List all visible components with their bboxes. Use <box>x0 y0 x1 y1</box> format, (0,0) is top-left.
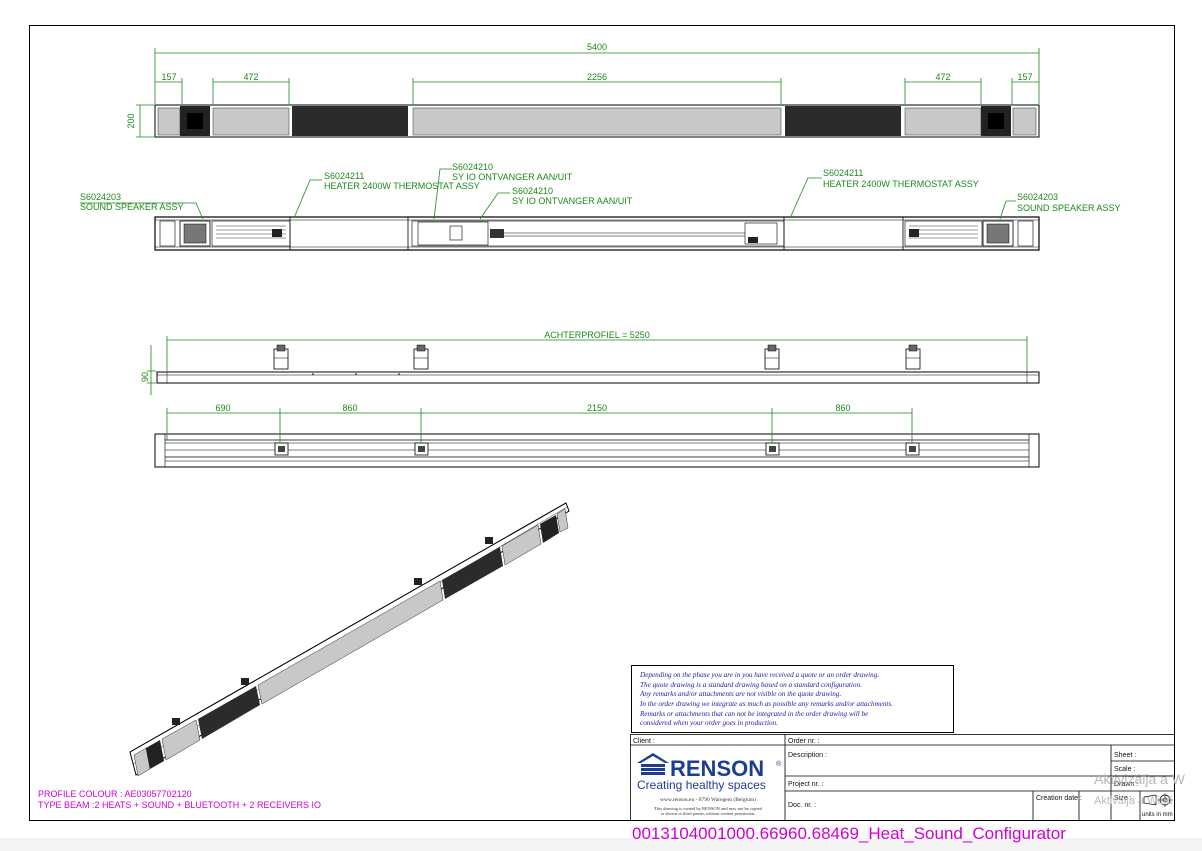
internal-view <box>154 216 1040 251</box>
label-heater-right-code: S6024211 <box>823 168 863 178</box>
dim-seg4: 472 <box>935 72 950 82</box>
note-line-3: Any remarks and/or attachments are not v… <box>639 690 841 698</box>
dim-seg5: 157 <box>1017 72 1032 82</box>
renson-website: www.renson.eu - 8790 Waregem (Belgium) <box>660 796 756 803</box>
front-view <box>154 104 1040 138</box>
disclaimer-line-1: This drawing is owned by RENSON and may … <box>654 806 762 811</box>
note-line-2: The quote drawing is a standard drawing … <box>640 681 862 689</box>
label-heater-right-name: HEATER 2400W THERMOSTAT ASSY <box>823 179 979 189</box>
top-view <box>154 433 1040 468</box>
label-heater-left-code: S6024211 <box>324 171 364 181</box>
dimensions-view1 <box>136 48 1040 138</box>
activation-watermark-line2: Aktiválja a Wind <box>1094 795 1172 807</box>
tb-drawn: Drawn : <box>1114 781 1138 788</box>
label-speaker-right-name: SOUND SPEAKER ASSY <box>1017 203 1121 213</box>
dim-seg3: 2256 <box>587 72 607 82</box>
renson-logo: RENSON ® <box>637 753 782 781</box>
note-line-6: considered when your order goes in produ… <box>640 719 778 727</box>
renson-tagline: Creating healthy spaces <box>637 778 766 792</box>
tb-client: Client : <box>633 738 655 745</box>
back-profile-view <box>156 344 1040 384</box>
label-receiver2-code: S6024210 <box>512 186 553 196</box>
dimensions-view3 <box>147 336 1028 395</box>
leaders-view2 <box>80 168 1016 220</box>
tb-doc-nr: Doc. nr. : <box>788 802 816 809</box>
label-speaker-right-code: S6024203 <box>1017 192 1058 202</box>
note-line-1: Depending on the phase you are in you ha… <box>639 671 879 679</box>
activation-watermark-line1: Aktivizálja a W <box>1094 771 1186 787</box>
tb-scale: Scale : <box>1114 766 1135 773</box>
label-receiver1-code: S6024210 <box>452 162 493 172</box>
label-heater-left-name: HEATER 2400W THERMOSTAT ASSY <box>324 181 480 191</box>
dim-height1: 200 <box>126 113 136 128</box>
dim-height2: 90 <box>140 372 150 382</box>
dim-seg2: 472 <box>243 72 258 82</box>
label-speaker-left-name: SOUND SPEAKER ASSY <box>80 202 184 212</box>
note-line-5: Remarks or attachments that can not be i… <box>639 710 869 718</box>
disclaimer-line-2: or shown to third parties without writte… <box>661 811 756 816</box>
tb-project-nr: Project nr. : <box>788 781 823 788</box>
file-name: 0013104001000.66960.68469_Heat_Sound_Con… <box>632 824 1066 843</box>
renson-wordmark: RENSON <box>670 756 764 781</box>
profile-type-beam: TYPE BEAM :2 HEATS + SOUND + BLUETOOTH +… <box>38 800 321 810</box>
label-receiver1-name: SY IO ONTVANGER AAN/UIT <box>452 172 573 182</box>
note-line-4: In the order drawing we integrate as muc… <box>639 700 893 708</box>
label-receiver2-name: SY IO ONTVANGER AAN/UIT <box>512 196 633 206</box>
projection-symbol-icon <box>1143 793 1173 807</box>
tb-units: units in mm <box>1142 812 1173 818</box>
dim-bracket4: 860 <box>835 403 850 413</box>
tb-description: Description : <box>788 752 827 759</box>
dim-bracket1: 690 <box>215 403 230 413</box>
renson-reg-mark: ® <box>776 760 782 768</box>
dimensions-view4 <box>166 408 913 443</box>
isometric-view <box>129 502 570 777</box>
tb-creation-date: Creation date : <box>1036 795 1082 802</box>
title-block <box>630 734 1175 821</box>
dim-total: 5400 <box>587 42 607 52</box>
label-speaker-left-code: S6024203 <box>80 192 121 202</box>
dim-bracket2: 860 <box>342 403 357 413</box>
tb-order-nr: Order nr. : <box>788 738 820 745</box>
profile-colour: PROFILE COLOUR : AE03057702120 <box>38 789 192 799</box>
dim-back-profile: ACHTERPROFIEL = 5250 <box>544 330 649 340</box>
note-box <box>631 665 954 733</box>
drawing-frame <box>29 25 1175 821</box>
dim-seg1: 157 <box>161 72 176 82</box>
dim-bracket3: 2150 <box>587 403 607 413</box>
tb-size: Size : <box>1114 795 1132 802</box>
tb-sheet: Sheet : <box>1114 752 1136 759</box>
